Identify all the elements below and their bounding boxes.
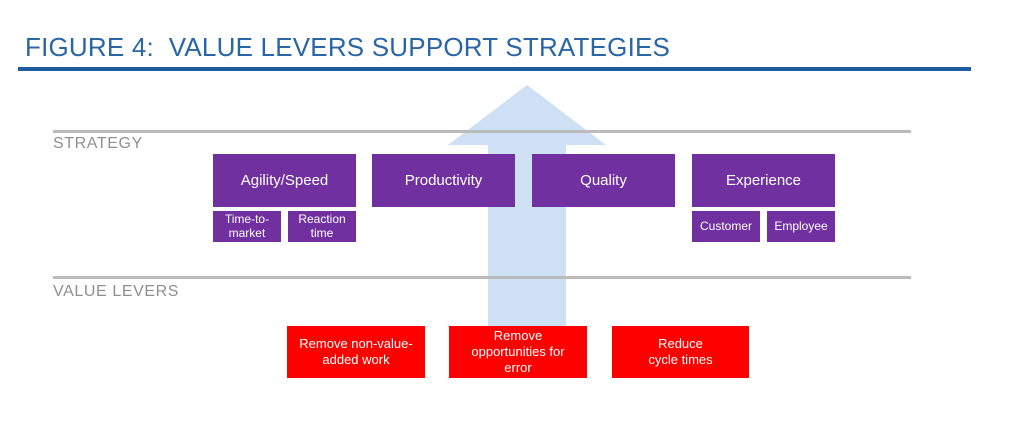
strategy-box-quality: Quality (532, 154, 675, 207)
lever-box-remove-opportunities-for-error: Remove opportunities for error (449, 326, 587, 378)
lever-box-label: Reduce cycle times (648, 335, 713, 367)
sub-box-label: Time-to- market (224, 211, 270, 240)
strategy-section-label: STRATEGY (53, 135, 143, 152)
sub-box-employee: Employee (767, 211, 835, 242)
sub-box-label: Customer (699, 218, 752, 233)
value-levers-divider-line (53, 276, 911, 279)
lever-box-label: Remove opportunities for error (471, 327, 565, 376)
lever-box-remove-non-value-added-work: Remove non-value- added work (287, 326, 425, 378)
sub-box-customer: Customer (692, 211, 760, 242)
sub-box-reaction-time: Reaction time (288, 211, 356, 242)
figure-title: FIGURE 4: VALUE LEVERS SUPPORT STRATEGIE… (25, 32, 671, 62)
title-underline-rule (18, 67, 971, 71)
sub-box-label: Employee (774, 218, 828, 233)
strategy-box-label: Productivity (404, 172, 483, 189)
strategy-box-label: Quality (580, 172, 627, 189)
sub-box-time-to-market: Time-to- market (213, 211, 281, 242)
lever-box-reduce-cycle-times: Reduce cycle times (612, 326, 749, 378)
strategy-box-productivity: Productivity (372, 154, 515, 207)
strategy-box-label: Agility/Speed (240, 172, 329, 189)
strategy-box-label: Experience (725, 172, 802, 189)
strategy-box-experience: Experience (692, 154, 835, 207)
strategy-box-agility-speed: Agility/Speed (213, 154, 356, 207)
lever-box-label: Remove non-value- added work (299, 335, 413, 367)
value-levers-section-label: VALUE LEVERS (53, 283, 180, 300)
strategy-divider-line (53, 130, 911, 133)
sub-box-label: Reaction time (298, 211, 346, 240)
